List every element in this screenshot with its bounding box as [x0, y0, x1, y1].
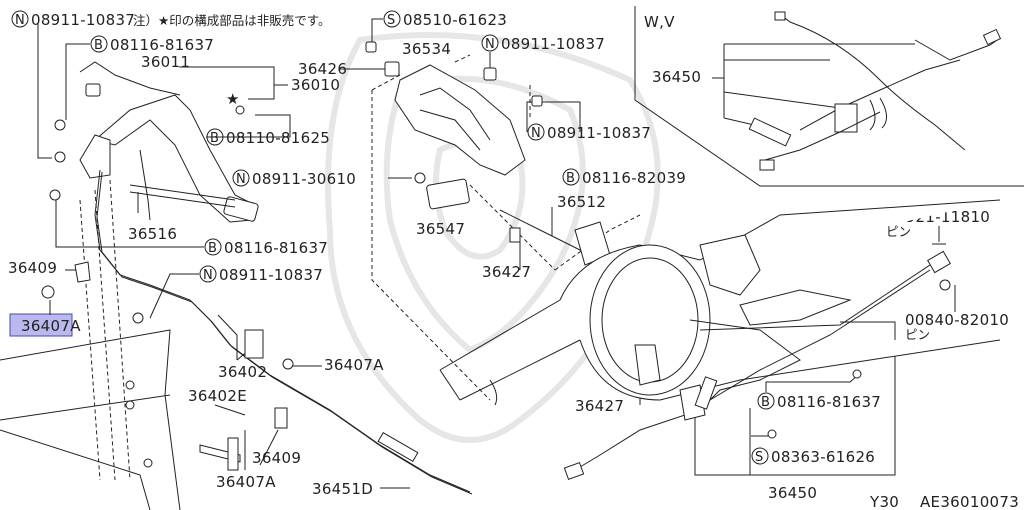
prefix-N: N	[15, 13, 25, 28]
note-text: 注）★印の構成部品は非販売です。	[133, 13, 330, 28]
header-note: N 08911-10837 注）★印の構成部品は非販売です。	[11, 10, 330, 29]
star-mark: ★	[226, 90, 240, 108]
svg-text:N: N	[203, 268, 213, 283]
svg-text:08110-81625: 08110-81625	[226, 129, 330, 147]
callout-08363-61626: S 08363-61626	[751, 435, 875, 466]
rear-cables	[563, 243, 951, 481]
svg-text:B: B	[566, 171, 575, 186]
svg-text:08510-61623: 08510-61623	[403, 11, 507, 29]
label-36534: 36534	[402, 40, 451, 58]
svg-text:08911-10837: 08911-10837	[547, 124, 651, 142]
label-36516: 36516	[128, 225, 177, 243]
label-36407A-b: 36407A	[324, 356, 384, 374]
footer-code: AE36010073	[920, 493, 1019, 510]
label-36427-a: 36427	[482, 263, 531, 281]
callout-08510-61623: S 08510-61623	[371, 10, 507, 45]
callout-08911-10837-mid: N 08911-10837	[481, 34, 605, 70]
label-36402E: 36402E	[188, 387, 247, 405]
svg-text:08116-82039: 08116-82039	[582, 169, 686, 187]
label-36547: 36547	[416, 220, 465, 238]
label-36427-b: 36427	[575, 397, 624, 415]
svg-text:S: S	[387, 13, 395, 28]
svg-text:B: B	[210, 131, 219, 146]
inset-panel: W,V 36450	[634, 6, 1024, 187]
label-36407A-highlighted: 36407A	[21, 317, 81, 335]
label-pin-a: ピン	[886, 224, 911, 239]
svg-text:08116-81637: 08116-81637	[777, 393, 881, 411]
label-36426: 36426	[298, 60, 347, 78]
inset-part-label: 36450	[652, 68, 701, 86]
footer-model: Y30	[869, 493, 899, 510]
label-36010: 36010	[291, 76, 340, 94]
label-00840-82010: 00840-82010	[905, 311, 1009, 329]
callout-08116-82039: B 08116-82039	[562, 168, 686, 187]
brake-lever-assembly	[49, 61, 259, 223]
dashed-frames	[79, 54, 641, 481]
svg-text:B: B	[208, 241, 217, 256]
highlight-36407A	[9, 313, 73, 337]
callout-08110-81625: B 08110-81625	[206, 114, 330, 147]
label-36011: 36011	[141, 53, 190, 71]
front-cable	[41, 169, 473, 495]
callout-08911-30610: N 08911-30610	[232, 169, 412, 188]
center-bracket	[365, 41, 543, 210]
label-36450: 36450	[768, 484, 817, 502]
svg-text:N: N	[531, 126, 541, 141]
callout-08116-81637-mid: B 08116-81637	[55, 200, 328, 257]
callout-08911-10837-right: N 08911-10837	[526, 101, 651, 142]
label-36512: 36512	[557, 193, 606, 211]
svg-text:08911-10837: 08911-10837	[501, 35, 605, 53]
label-36407A-c: 36407A	[216, 473, 276, 491]
label-36409-a: 36409	[8, 259, 57, 277]
svg-text:08116-81637: 08116-81637	[224, 239, 328, 257]
svg-text:N: N	[236, 172, 246, 187]
floor-panel	[0, 329, 181, 510]
callout-08116-81637-top: B 08116-81637	[65, 35, 214, 120]
callout-08911-10837-low: N 08911-10837	[149, 265, 323, 319]
svg-text:08911-10837: 08911-10837	[219, 266, 323, 284]
svg-text:B: B	[94, 38, 103, 53]
svg-text:08116-81637: 08116-81637	[110, 36, 214, 54]
svg-text:S: S	[755, 450, 763, 465]
svg-text:N: N	[485, 37, 495, 52]
label-36451D: 36451D	[312, 480, 373, 498]
note-code: 08911-10837	[31, 11, 135, 29]
label-36402: 36402	[218, 363, 267, 381]
label-pin-b: ピン	[905, 327, 930, 342]
axle-housing	[439, 199, 1001, 406]
svg-text:08911-30610: 08911-30610	[252, 170, 356, 188]
label-36409-b: 36409	[252, 449, 301, 467]
inset-title: W,V	[644, 13, 675, 31]
svg-text:08363-61626: 08363-61626	[771, 448, 875, 466]
svg-text:B: B	[761, 395, 770, 410]
callout-08116-81637-right: B 08116-81637	[757, 375, 881, 411]
